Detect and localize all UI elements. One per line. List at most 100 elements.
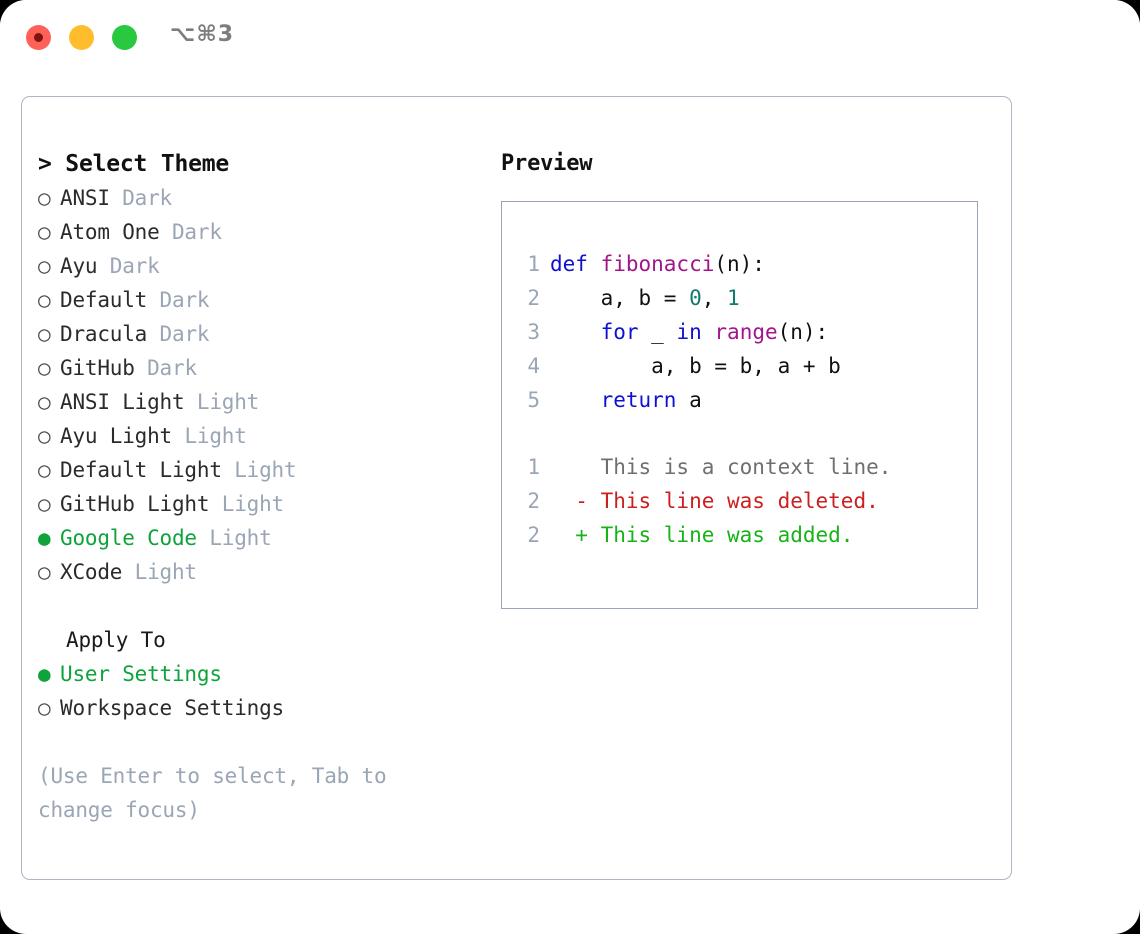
theme-list: ○ANSI Dark○Atom One Dark○Ayu Dark○Defaul… (38, 181, 488, 589)
theme-name: Ayu Light (60, 424, 172, 448)
theme-name: GitHub (60, 356, 135, 380)
code-token: , (701, 286, 728, 310)
theme-name: Atom One (60, 220, 160, 244)
radio-unselected-icon: ○ (38, 560, 51, 584)
theme-kind-badge: Dark (109, 186, 172, 210)
theme-list-item[interactable]: ○ XCode Light (38, 555, 488, 589)
theme-selection-column: > Select Theme ○ANSI Dark○Atom One Dark○… (38, 147, 488, 827)
line-number: 4 (527, 354, 540, 378)
radio-unselected-icon: ○ (38, 424, 51, 448)
preview-heading: Preview (501, 151, 593, 176)
radio-unselected-icon: ○ (38, 356, 51, 380)
code-token: return (600, 388, 677, 412)
code-token: (n): (714, 252, 765, 276)
theme-list-item[interactable]: ○Default Dark (38, 283, 488, 317)
radio-selected-icon: ● (38, 526, 51, 550)
code-token: a, b = b, a + b (550, 354, 841, 378)
theme-list-item[interactable]: ○Default Light Light (38, 453, 488, 487)
theme-kind-badge: Light (122, 560, 197, 584)
theme-kind-badge: Dark (147, 322, 210, 346)
theme-kind-badge: Dark (134, 356, 197, 380)
radio-unselected-icon: ○ (38, 390, 51, 414)
theme-kind-badge: Light (172, 424, 247, 448)
line-number: 2 (527, 523, 540, 547)
diff-marker: + (550, 523, 601, 547)
code-token: range (714, 320, 778, 344)
diff-text: This line was added. (600, 523, 854, 547)
theme-name: Dracula (60, 322, 148, 346)
theme-name: GitHub Light (60, 492, 210, 516)
theme-kind-badge: Light (184, 390, 260, 414)
radio-unselected-icon: ○ (38, 458, 51, 482)
theme-kind-badge: Light (196, 526, 272, 550)
close-button[interactable] (26, 25, 51, 50)
line-number: 2 (527, 286, 540, 310)
maximize-button[interactable] (112, 25, 137, 50)
apply-to-label: User Settings (60, 662, 222, 686)
radio-unselected-icon: ○ (38, 186, 51, 210)
code-token: 1 (727, 286, 740, 310)
code-token (702, 320, 715, 344)
radio-unselected-icon: ○ (38, 288, 51, 312)
code-token: for (600, 320, 639, 344)
radio-unselected-icon: ○ (38, 492, 51, 516)
radio-unselected-icon: ○ (38, 254, 51, 278)
diff-line: 1 This is a context line. (514, 450, 971, 484)
theme-name: ANSI (60, 186, 110, 210)
line-number: 1 (527, 252, 540, 276)
code-token: def (550, 252, 601, 276)
diff-text: This is a context line. (600, 455, 892, 479)
diff-text: This line was deleted. (600, 489, 879, 513)
theme-list-item[interactable]: ○ Dracula Dark (38, 317, 488, 351)
theme-name: XCode (60, 560, 123, 584)
select-theme-heading: > Select Theme (38, 151, 230, 177)
code-token (550, 388, 601, 412)
code-line: 1 def fibonacci(n): (514, 247, 971, 281)
theme-list-item[interactable]: ○ Ayu Light Light (38, 419, 488, 453)
title-bar: ⌥⌘3 (0, 0, 1140, 78)
theme-list-item[interactable]: ○ Ayu Dark (38, 249, 488, 283)
theme-name: Google Code (60, 526, 197, 550)
code-line: 2 a, b = 0, 1 (514, 281, 971, 315)
minimize-button[interactable] (69, 25, 94, 50)
apply-to-label: Workspace Settings (60, 696, 284, 720)
line-number: 2 (527, 489, 540, 513)
code-token: _ (638, 320, 677, 344)
theme-list-item[interactable]: ○GitHub Light Light (38, 487, 488, 521)
theme-kind-badge: Dark (97, 254, 160, 278)
radio-unselected-icon: ○ (38, 322, 51, 346)
theme-list-item[interactable]: ○ANSI Light Light (38, 385, 488, 419)
theme-kind-badge: Dark (147, 288, 210, 312)
apply-to-item[interactable]: ○ Workspace Settings (38, 691, 488, 725)
line-number: 1 (527, 455, 540, 479)
code-token: (n): (777, 320, 829, 344)
radio-unselected-icon: ○ (38, 220, 51, 244)
radio-selected-icon: ● (38, 662, 51, 686)
line-number: 3 (527, 320, 540, 344)
theme-list-item[interactable]: ● Google Code Light (38, 521, 488, 555)
code-token (550, 320, 601, 344)
radio-unselected-icon: ○ (38, 696, 51, 720)
line-number: 5 (527, 388, 540, 412)
apply-to-item[interactable]: ● User Settings (38, 657, 488, 691)
apply-to-heading: Apply To (66, 628, 166, 652)
diff-marker: - (550, 489, 601, 513)
code-token: fibonacci (600, 252, 715, 276)
code-token: in (676, 320, 702, 344)
theme-list-item[interactable]: ○ Atom One Dark (38, 215, 488, 249)
theme-kind-badge: Dark (159, 220, 222, 244)
keyboard-shortcut-label: ⌥⌘3 (170, 22, 235, 47)
diff-line: 2 - This line was deleted. (514, 484, 971, 518)
theme-list-item[interactable]: ○ ANSI Dark (38, 181, 488, 215)
diff-sample: 1 This is a context line.2 - This line w… (514, 450, 971, 552)
theme-name: Ayu (60, 254, 98, 278)
code-line: 3 for _ in range(n): (514, 315, 971, 349)
code-token: a, b = (550, 286, 690, 310)
theme-list-item[interactable]: ○ GitHub Dark (38, 351, 488, 385)
spacer (38, 589, 488, 623)
code-token: 0 (689, 286, 702, 310)
